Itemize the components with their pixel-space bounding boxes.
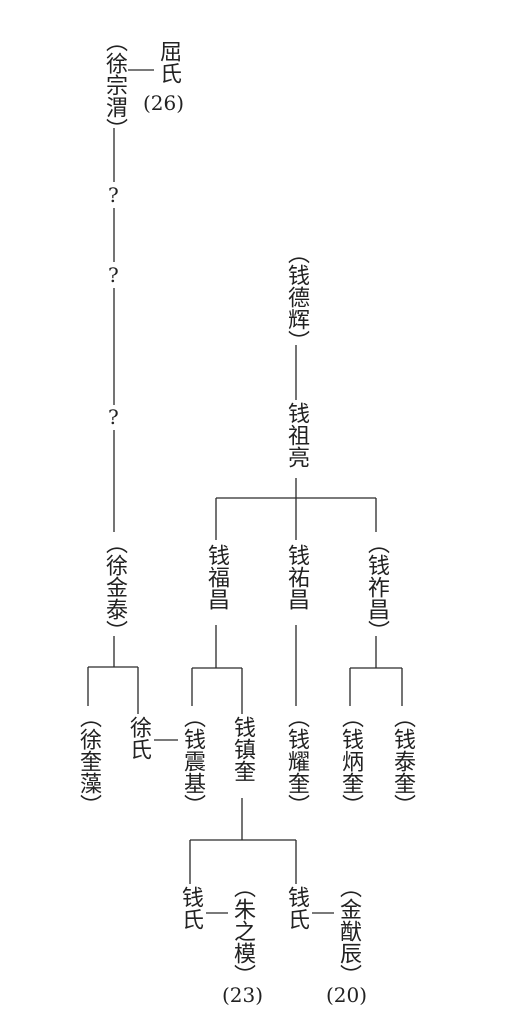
person-qian-dehui: （钱德辉） bbox=[284, 242, 309, 352]
person-qian-bingkui: （钱炳奎） bbox=[338, 706, 363, 816]
person-zhu-zhimo: （朱之模） bbox=[230, 876, 255, 986]
person-xu-jintai: （徐金泰） bbox=[102, 532, 127, 642]
person-qian-zhenji: （钱震基） bbox=[180, 706, 205, 816]
zhu-zhimo-age: (23) bbox=[222, 983, 264, 1007]
person-qian-yaokui: （钱耀奎） bbox=[284, 706, 309, 816]
person-xu-zongwei: （徐宗渭） bbox=[102, 30, 127, 140]
person-qian-youchang: 钱祐昌 bbox=[284, 544, 309, 610]
person-qian-zuliang: 钱祖亮 bbox=[284, 402, 309, 468]
unknown-ancestor-2: ? bbox=[108, 263, 119, 287]
person-qian-shi-2: 钱氏 bbox=[284, 886, 309, 930]
person-qu-shi: 屈氏 bbox=[156, 40, 181, 84]
person-xu-shi: 徐氏 bbox=[126, 716, 151, 760]
unknown-ancestor-1: ? bbox=[108, 183, 119, 207]
person-jin-youchen: （金猷辰） bbox=[336, 876, 361, 986]
person-qian-fuchang: 钱福昌 bbox=[204, 544, 229, 610]
qu-shi-age: (26) bbox=[143, 91, 185, 115]
jin-youchen-age: (20) bbox=[326, 983, 368, 1007]
person-qian-zuochang: （钱祚昌） bbox=[364, 532, 389, 642]
unknown-ancestor-3: ? bbox=[108, 405, 119, 429]
person-qian-taikui: （钱泰奎） bbox=[390, 706, 415, 816]
person-qian-shi-1: 钱氏 bbox=[178, 886, 203, 930]
person-qian-zhenkui: 钱镇奎 bbox=[230, 716, 255, 782]
person-xu-kuizao: （徐奎藻） bbox=[76, 706, 101, 816]
